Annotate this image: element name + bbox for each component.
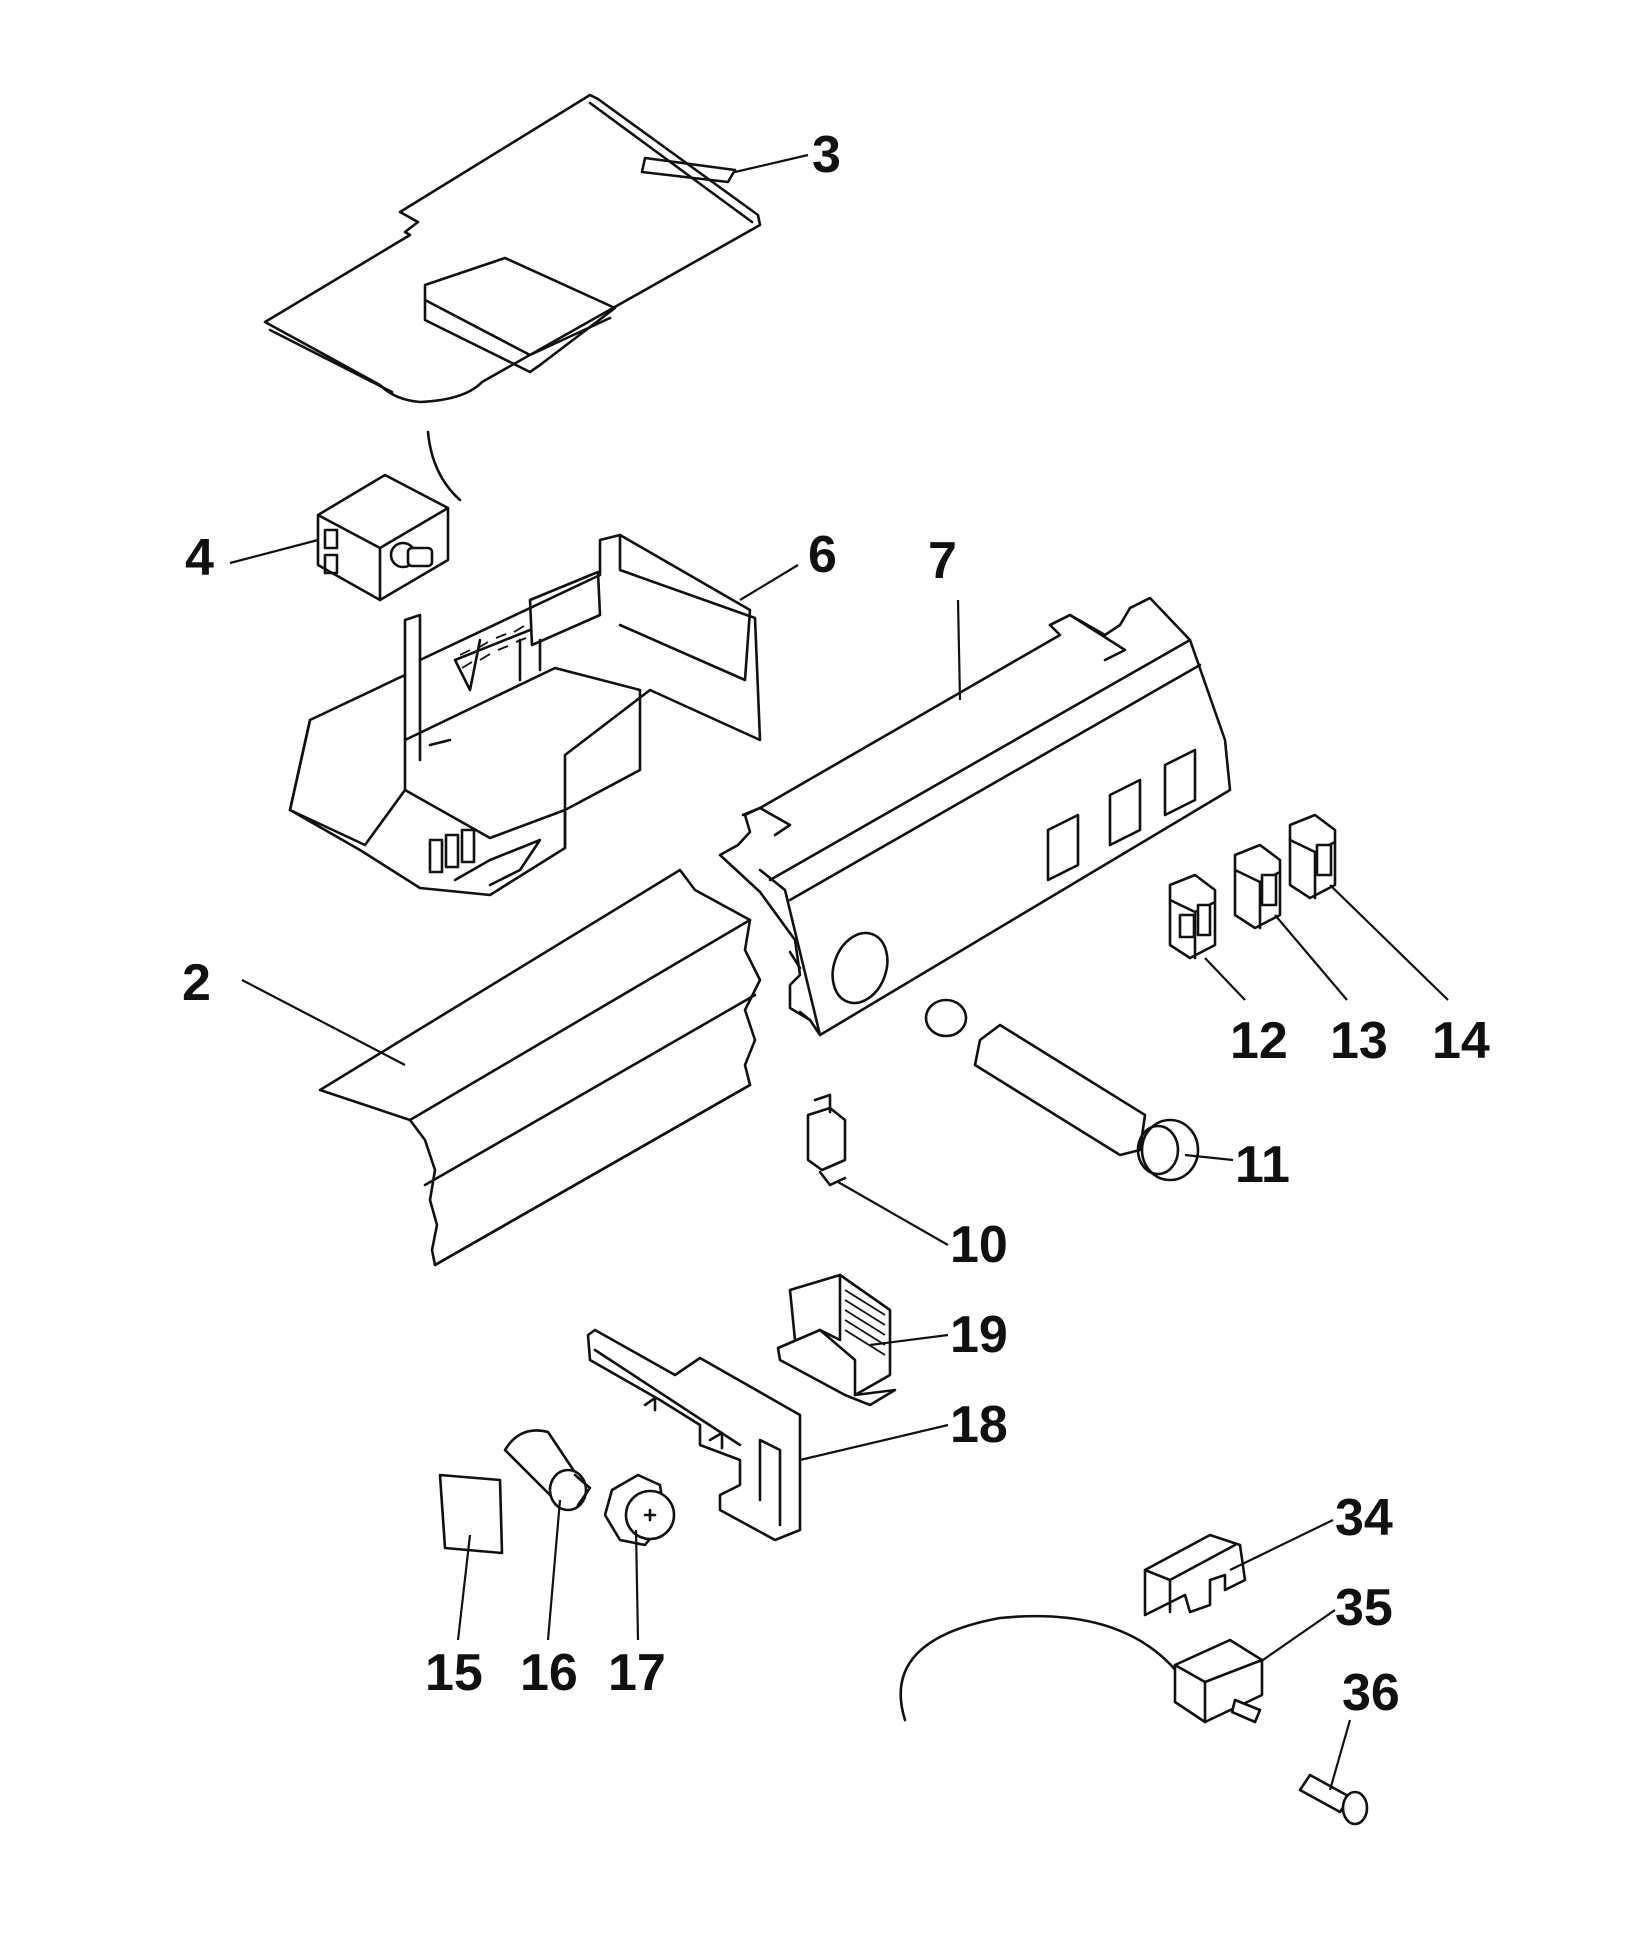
part-15-diffuser [438, 1473, 504, 1555]
callout-10: 10 [950, 1216, 1008, 1274]
leader-4 [229, 538, 319, 565]
leader-34 [1229, 1519, 1334, 1571]
callout-17: 17 [608, 1644, 666, 1702]
leader-3 [734, 153, 809, 174]
callout-19: 19 [950, 1306, 1008, 1364]
part-13-switch [1233, 843, 1282, 930]
callout-11: 11 [1235, 1136, 1290, 1194]
part-10-socket [806, 1093, 847, 1187]
callout-16: 16 [520, 1644, 578, 1702]
leader-6 [739, 564, 799, 601]
leader-36 [1328, 1719, 1352, 1791]
leader-18 [799, 1423, 949, 1462]
part-6-control-housing [288, 533, 762, 897]
callout-6: 6 [808, 526, 837, 584]
part-3-cover-plate [263, 93, 762, 404]
callout-3: 3 [812, 126, 841, 184]
part-16-bulb [503, 1429, 592, 1512]
callout-4: 4 [185, 529, 214, 587]
leader-10 [837, 1181, 949, 1246]
part-34-switch-cover [1143, 1533, 1247, 1617]
part-36-screw [1298, 1773, 1369, 1826]
leader-35 [1259, 1609, 1336, 1663]
callout-12: 12 [1230, 1012, 1288, 1070]
part-12-switch [1168, 873, 1217, 960]
part-2-cabinet-top [318, 868, 762, 1267]
leader-19 [869, 1333, 949, 1347]
callout-7: 7 [928, 532, 957, 590]
part-7-light-housing [718, 596, 1232, 1037]
part-17-lamp-holder [603, 1473, 676, 1547]
leader-lines [229, 153, 1449, 1791]
callout-labels: 3 4 6 7 2 12 13 14 11 10 19 18 15 16 17 … [182, 126, 1490, 1722]
part-11-light-tube [924, 998, 1200, 1182]
callout-34: 34 [1335, 1489, 1393, 1547]
callout-15: 15 [425, 1644, 483, 1702]
leader-7 [956, 599, 962, 701]
part-35-door-switch [899, 1614, 1264, 1724]
leader-14 [1329, 884, 1449, 1001]
leader-15 [456, 1534, 472, 1641]
part-4-thermostat [316, 430, 462, 602]
part-14-switch [1288, 813, 1337, 900]
leader-12 [1204, 957, 1246, 1001]
callout-36: 36 [1342, 1664, 1400, 1722]
leader-17 [634, 1529, 640, 1641]
callout-14: 14 [1432, 1012, 1490, 1070]
callout-35: 35 [1335, 1579, 1393, 1637]
leader-2 [241, 979, 406, 1066]
leader-16 [546, 1499, 562, 1641]
leader-11 [1184, 1153, 1234, 1162]
callout-2: 2 [182, 954, 211, 1012]
part-19-bracket [776, 1273, 897, 1407]
part-18-lamp-cover [586, 1328, 802, 1542]
callout-13: 13 [1330, 1012, 1388, 1070]
leader-13 [1274, 914, 1348, 1001]
callout-18: 18 [950, 1396, 1008, 1454]
